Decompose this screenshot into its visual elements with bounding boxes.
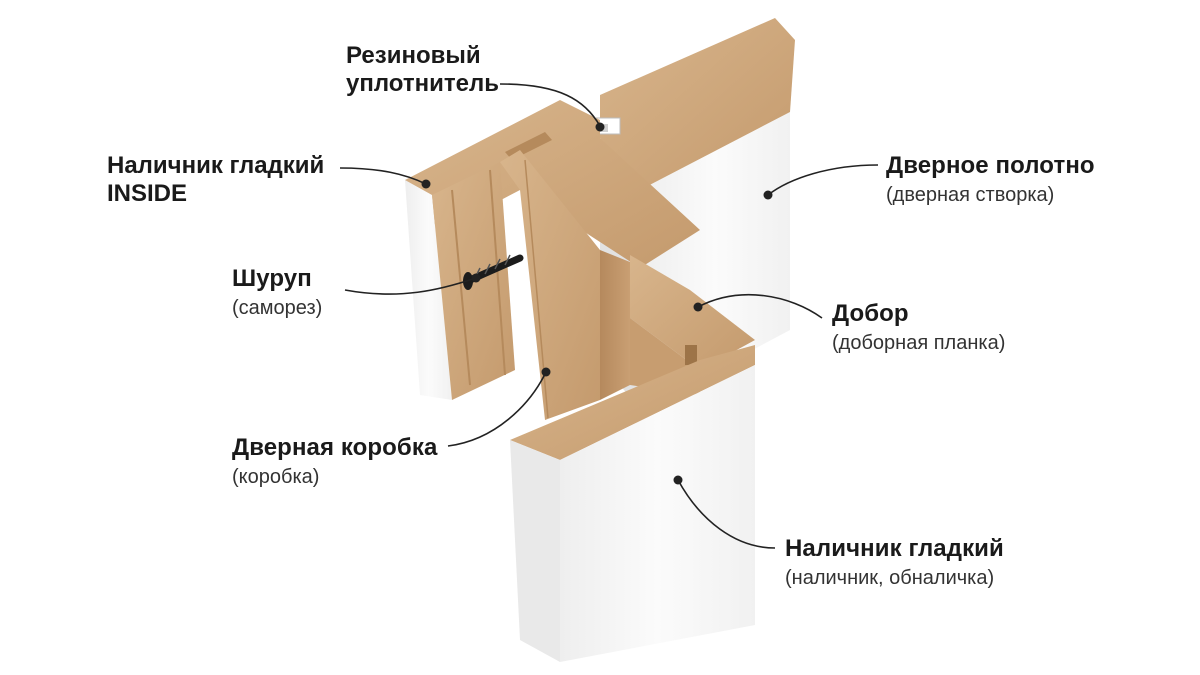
- door-frame-front: [500, 150, 600, 420]
- label-rubber-seal: Резиновый уплотнитель: [346, 42, 499, 99]
- extension-top: [630, 255, 755, 370]
- casing-smooth-left-side: [510, 440, 560, 662]
- casing-smooth: [510, 345, 755, 662]
- leader-extension: [697, 293, 823, 319]
- leader-door-frame: [447, 371, 547, 447]
- label-casing-title: Наличник гладкий: [785, 535, 1004, 562]
- label-screw: Шуруп (саморез): [232, 265, 322, 321]
- label-door-frame: Дверная коробка (коробка): [232, 434, 437, 490]
- leader-casing-inside: [339, 167, 427, 185]
- label-door-leaf-title: Дверное полотно: [886, 152, 1095, 179]
- leader-dots: [421, 122, 773, 485]
- label-door-leaf: Дверное полотно (дверная створка): [886, 152, 1095, 208]
- label-screw-subtitle: (саморез): [232, 297, 323, 320]
- label-door-frame-subtitle: (коробка): [232, 466, 320, 489]
- label-extension: Добор (доборная планка): [832, 300, 1005, 356]
- label-casing-subtitle: (наличник, обналичка): [785, 567, 995, 590]
- label-screw-title: Шуруп: [232, 265, 312, 292]
- door-leaf-top-edge: [600, 18, 795, 190]
- leader-lines: [339, 83, 879, 549]
- label-casing: Наличник гладкий (наличник, обналичка): [785, 535, 1004, 591]
- label-rubber-seal-line2: уплотнитель: [346, 70, 499, 98]
- label-casing-inside-line2: INSIDE: [107, 180, 188, 208]
- leader-rubber-seal: [499, 83, 601, 127]
- label-rubber-seal-line1: Резиновый: [346, 42, 481, 69]
- label-casing-inside-line1: Наличник гладкий: [107, 152, 325, 179]
- frame-top-surface: [405, 100, 700, 268]
- label-door-frame-title: Дверная коробка: [232, 434, 438, 461]
- label-casing-inside: Наличник гладкий INSIDE: [107, 152, 324, 209]
- leader-screw: [344, 277, 477, 295]
- leader-casing: [677, 479, 776, 549]
- casing-inside: [405, 162, 515, 400]
- label-extension-title: Добор: [832, 300, 909, 327]
- label-extension-subtitle: (доборная планка): [832, 332, 1006, 355]
- casing-smooth-face: [560, 365, 755, 662]
- leader-door-leaf: [767, 164, 879, 196]
- label-door-leaf-subtitle: (дверная створка): [886, 184, 1055, 207]
- door-frame-right-side: [600, 250, 630, 400]
- casing-smooth-top-edge: [510, 345, 755, 460]
